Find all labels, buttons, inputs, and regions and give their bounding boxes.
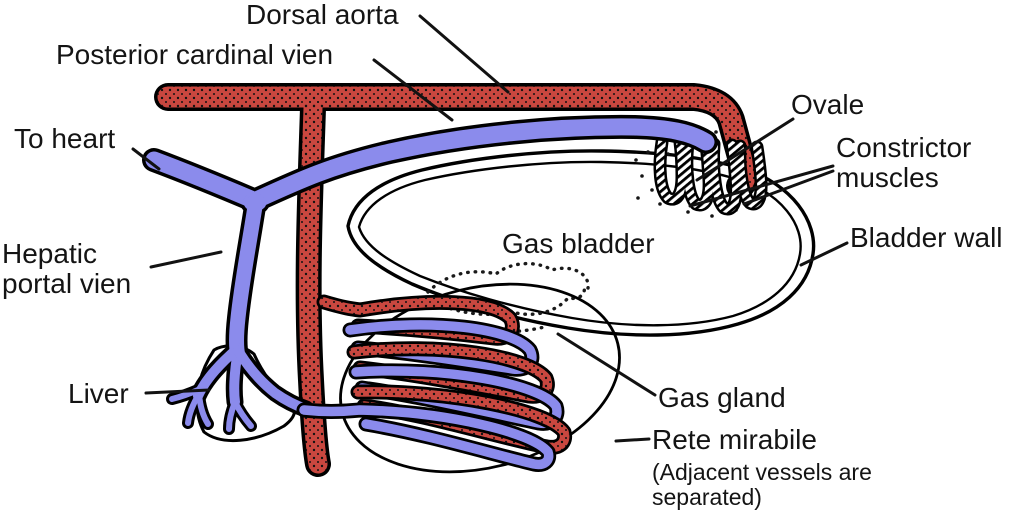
leader-hepatic-portal-vein <box>149 250 223 269</box>
label-bladder-wall: Bladder wall <box>850 222 1003 253</box>
label-gas-gland: Gas gland <box>658 382 786 413</box>
label-rete-note: (Adjacent vessels are separated) <box>652 459 872 510</box>
leader-dorsal-aorta <box>418 14 510 94</box>
leader-constrictor-1 <box>688 164 835 208</box>
bladder-wall-inner-line <box>357 160 802 327</box>
label-liver: Liver <box>68 378 129 409</box>
leader-lines <box>131 14 849 443</box>
leader-to-heart <box>131 147 161 171</box>
label-constrictor-muscles: Constrictor muscles <box>836 132 972 194</box>
leader-ovale <box>695 117 795 182</box>
leader-constrictor-2 <box>742 169 835 206</box>
leader-liver <box>144 388 211 395</box>
label-ovale: Ovale <box>791 89 865 120</box>
label-rete-mirabile: Rete mirabile <box>652 424 817 455</box>
to-heart-vessel <box>154 160 258 202</box>
leader-rete-mirabile <box>614 437 651 443</box>
leader-posterior-cardinal-vein <box>372 58 454 122</box>
label-gas-bladder: Gas bladder <box>502 228 655 259</box>
label-hepatic-portal-vein: Hepatic portal vien <box>2 238 132 300</box>
label-to-heart: To heart <box>14 123 116 154</box>
leader-gas-gland <box>556 332 657 397</box>
label-posterior-cardinal-vein: Posterior cardinal vien <box>56 39 334 70</box>
leader-bladder-wall <box>799 241 849 267</box>
label-dorsal-aorta: Dorsal aorta <box>246 0 399 30</box>
